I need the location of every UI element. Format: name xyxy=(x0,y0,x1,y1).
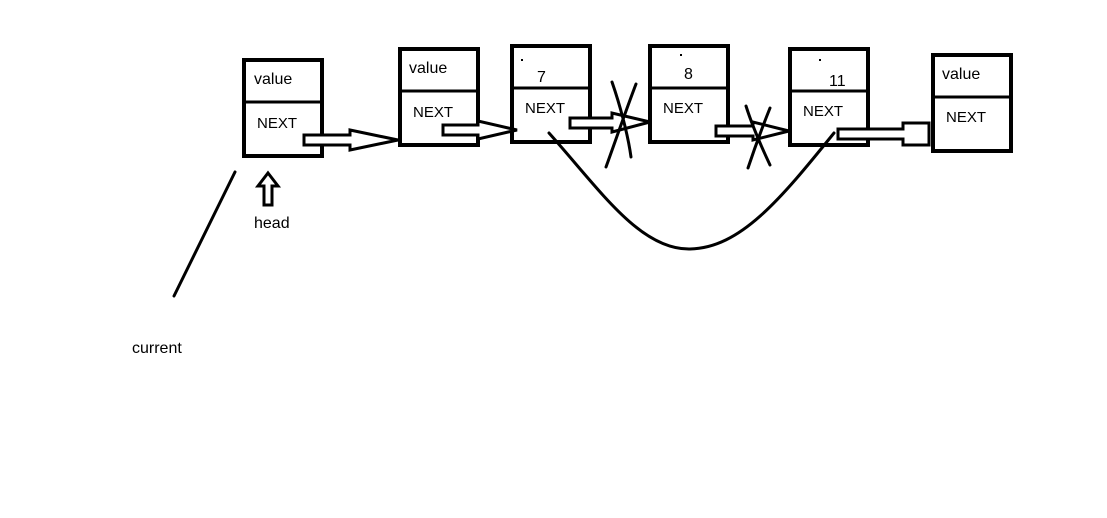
current-label: current xyxy=(132,340,182,357)
node-box xyxy=(510,44,592,144)
node-next-label: NEXT xyxy=(413,104,453,121)
arrow-node0-to-node1 xyxy=(302,128,399,152)
head-pointer-arrow xyxy=(254,170,282,207)
node-next-label: NEXT xyxy=(803,103,843,120)
head-label: head xyxy=(254,215,290,232)
node-value-label: 11 xyxy=(829,73,846,90)
node-2: 7 NEXT xyxy=(510,44,592,144)
arrow-node2-to-node3 xyxy=(568,111,651,134)
node-1: value NEXT xyxy=(398,47,480,147)
stray-dot xyxy=(819,59,821,61)
cross-out-mark xyxy=(744,104,772,170)
stray-dot xyxy=(521,59,523,61)
node-box xyxy=(931,53,1013,153)
stray-dot xyxy=(680,54,682,56)
node-value-label: value xyxy=(254,71,292,88)
arrow-node1-to-node2 xyxy=(441,119,518,141)
node-value-label: value xyxy=(409,60,447,77)
node-0: value NEXT xyxy=(242,58,324,158)
node-next-label: NEXT xyxy=(525,100,565,117)
node-next-label: NEXT xyxy=(946,109,986,126)
node-value-label: value xyxy=(942,66,980,83)
node-box xyxy=(398,47,480,147)
node-3: 8 NEXT xyxy=(648,44,730,144)
cross-out-mark xyxy=(604,80,638,169)
node-5: value NEXT xyxy=(931,53,1013,153)
bypass-link-curve xyxy=(547,131,836,251)
current-pointer-line xyxy=(172,170,237,298)
node-box xyxy=(242,58,324,158)
arrow-node4-to-node5 xyxy=(836,121,931,147)
node-next-label: NEXT xyxy=(257,115,297,132)
node-box xyxy=(648,44,730,144)
node-value-label: 8 xyxy=(684,66,693,83)
node-value-label: 7 xyxy=(537,69,546,86)
node-next-label: NEXT xyxy=(663,100,703,117)
node-box xyxy=(788,47,870,147)
node-4: 11 NEXT xyxy=(788,47,870,147)
